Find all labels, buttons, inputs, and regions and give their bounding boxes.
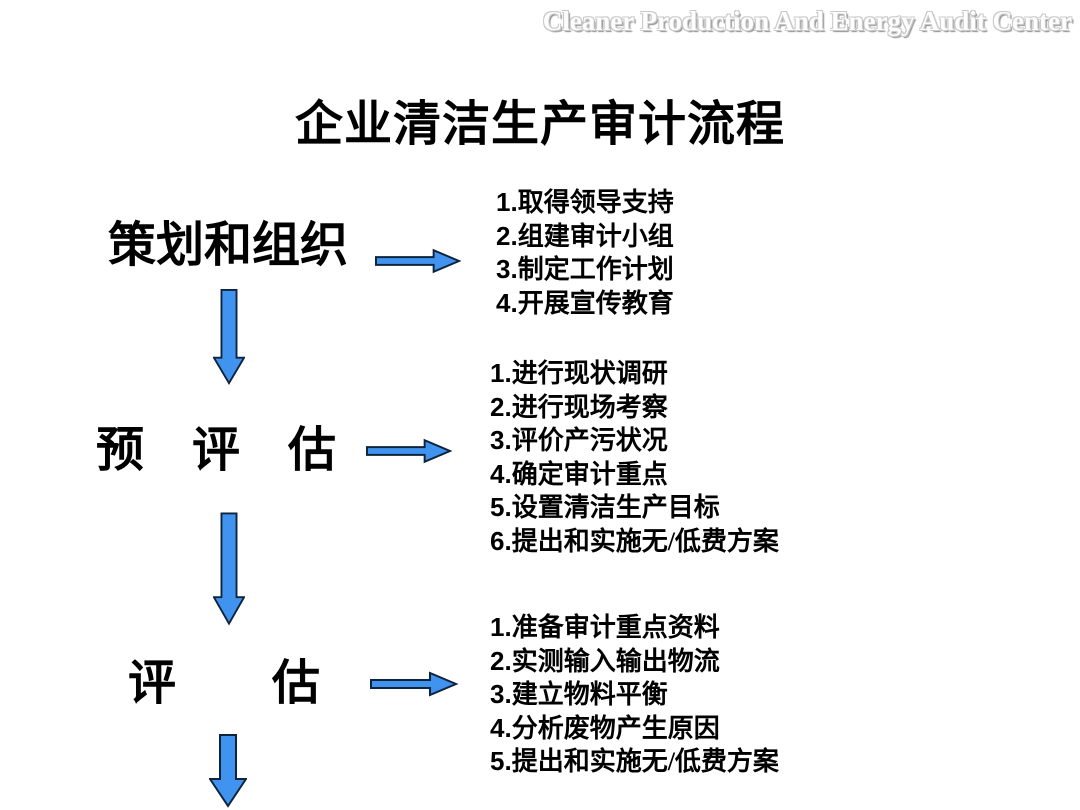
arrow-right-icon: [368, 671, 460, 697]
step-text: 建立物料平衡: [511, 680, 668, 709]
step-number: 5.: [490, 492, 512, 522]
step-text: 评价产污状况: [511, 426, 668, 455]
step-text: 实测输入输出物流: [511, 646, 720, 676]
step-number: 4.: [490, 458, 512, 489]
step-text: 开展宣传教育: [517, 288, 674, 318]
arrow-down-icon: [209, 734, 247, 808]
step-item: 2.实测输入输出物流: [490, 645, 779, 679]
step-text: 确定审计重点: [511, 459, 668, 489]
stage-assessment-label: 评 估: [128, 657, 321, 710]
stage-planning-label: 策划和组织: [108, 219, 349, 272]
step-list-assessment: 1.准备审计重点资料 2.实测输入输出物流 3.建立物料平衡 4.分析废物产生原…: [490, 611, 779, 779]
step-number: 4.: [496, 287, 518, 318]
watermark-text: Cleaner Production And Energy Audit Cent…: [542, 6, 1072, 36]
step-item: 4.分析废物产生原因: [490, 712, 779, 746]
step-number: 6.: [490, 525, 512, 556]
step-item: 6.提出和实施无/低费方案: [490, 525, 779, 559]
step-number: 1.: [490, 612, 512, 642]
step-item: 1.准备审计重点资料: [490, 611, 779, 645]
step-text: 提出和实施无/低费方案: [511, 747, 779, 776]
step-item: 1.进行现状调研: [490, 357, 779, 391]
page-title: 企业清洁生产审计流程: [294, 98, 785, 151]
step-item: 5.提出和实施无/低费方案: [490, 745, 779, 779]
arrow-right-icon: [375, 248, 461, 274]
step-text: 分析废物产生原因: [511, 713, 720, 743]
step-item: 4.确定审计重点: [490, 458, 779, 492]
step-list-pre-assessment: 1.进行现状调研 2.进行现场考察 3.评价产污状况 4.确定审计重点 5.设置…: [490, 357, 779, 558]
step-text: 制定工作计划: [517, 255, 674, 284]
step-item: 2.进行现场考察: [490, 391, 779, 425]
step-item: 3.建立物料平衡: [490, 678, 779, 712]
step-number: 1.: [496, 187, 518, 217]
step-text: 进行现状调研: [511, 359, 668, 388]
arrow-down-icon: [213, 286, 245, 388]
step-item: 5.设置清洁生产目标: [490, 491, 779, 525]
step-text: 组建审计小组: [517, 221, 674, 251]
step-number: 4.: [490, 712, 512, 743]
step-number: 2.: [490, 645, 512, 676]
step-number: 2.: [490, 391, 512, 422]
step-text: 取得领导支持: [517, 188, 674, 217]
step-item: 4.开展宣传教育: [496, 287, 674, 321]
step-text: 设置清洁生产目标: [511, 493, 720, 522]
step-number: 3.: [490, 679, 512, 709]
step-item: 1.取得领导支持: [496, 186, 674, 220]
stage-pre-assessment-label: 预 评 估: [96, 424, 337, 477]
step-text: 提出和实施无/低费方案: [511, 526, 779, 556]
step-item: 3.评价产污状况: [490, 424, 779, 458]
step-number: 3.: [496, 254, 518, 284]
step-number: 5.: [490, 746, 512, 776]
step-item: 3.制定工作计划: [496, 253, 674, 287]
step-number: 1.: [490, 358, 512, 388]
arrow-right-icon: [366, 438, 452, 464]
step-text: 准备审计重点资料: [511, 613, 720, 642]
step-item: 2.组建审计小组: [496, 220, 674, 254]
step-number: 2.: [496, 220, 518, 251]
step-text: 进行现场考察: [511, 392, 668, 422]
step-list-planning: 1.取得领导支持 2.组建审计小组 3.制定工作计划 4.开展宣传教育: [496, 186, 674, 320]
step-number: 3.: [490, 425, 512, 455]
arrow-down-icon: [213, 509, 245, 629]
